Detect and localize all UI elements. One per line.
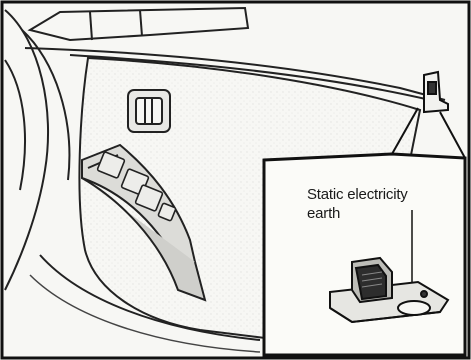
- label-line-1: Static electricity: [307, 185, 447, 204]
- label-line-2: earth: [307, 204, 447, 223]
- static-electricity-earth-label: Static electricity earth: [307, 185, 447, 223]
- door-handle: [128, 90, 170, 132]
